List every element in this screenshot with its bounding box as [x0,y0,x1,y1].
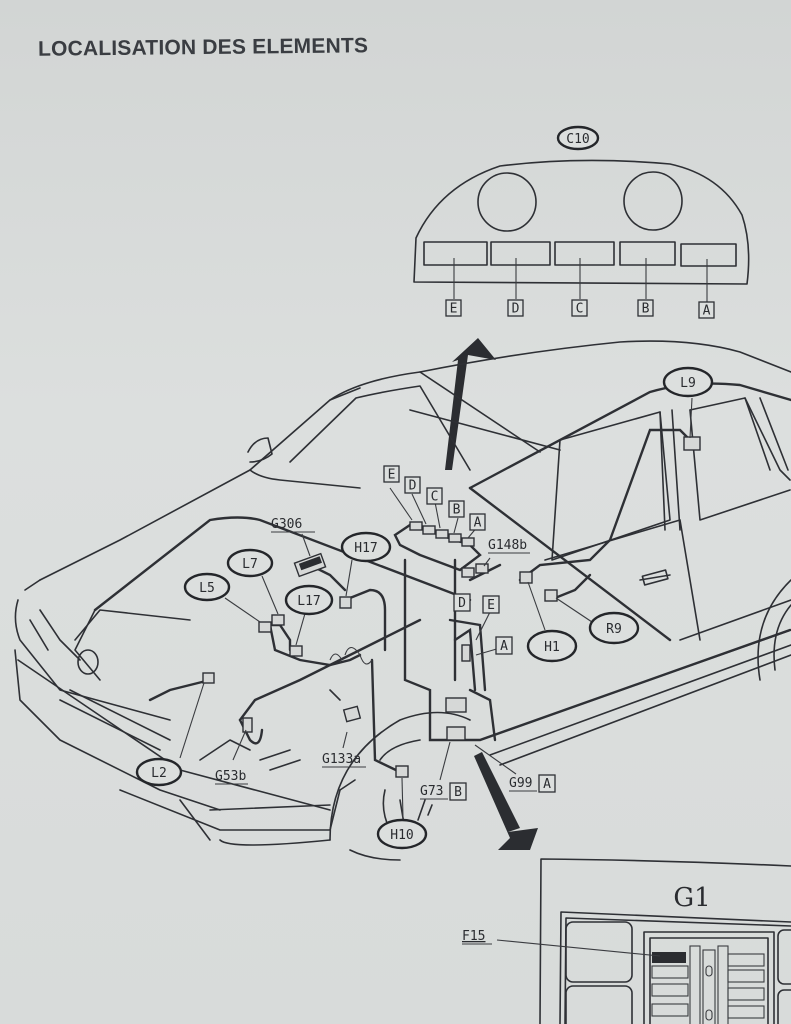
fuse-f15 [652,952,686,963]
cluster-plug-a [461,537,475,547]
connector-g148b-1 [461,567,475,578]
cluster-label-b: B [642,302,650,317]
block-label-a-lower: A [500,639,508,654]
c10-oval [556,125,600,151]
label-g99: G99 [509,776,532,791]
cluster-slot-e [423,241,488,266]
circled-labels: L9 H17 L7 L5 L17 H1 R9 L2 H10 [135,366,714,850]
label-f15: F15 [462,929,485,944]
cluster-label-e: E [450,302,458,317]
cluster-slot-a [680,243,737,267]
block-label-a: A [474,516,482,531]
connector-l7 [271,614,285,626]
connector-r9 [544,589,558,602]
label-h17: H17 [354,541,377,556]
arrow-to-fusebox-inset [474,752,538,850]
label-l7: L7 [242,557,258,572]
cluster-connector-labels: E D C B A [445,299,715,319]
label-g306: G306 [271,517,302,532]
leader-lines [179,397,693,819]
label-g133a: G133a [322,752,361,767]
connector-g148b-2 [475,563,489,574]
cluster-slot-d [490,241,551,266]
dashboard-inset: C10 E D C B A [413,125,750,319]
cluster-slot-c [554,241,615,266]
g99-box-label: A [543,777,551,792]
block-label-e: E [388,468,396,483]
cluster-slot-b [619,241,676,266]
gauge-left [477,172,537,232]
connector-l9 [683,436,701,451]
connector-h1 [519,571,533,584]
connector-g73-upper [445,697,467,713]
block-label-e-lower: E [487,598,495,613]
cluster-plug-c [435,529,449,539]
label-h1: H1 [544,640,560,655]
cluster-plug-d [422,525,436,535]
cluster-label-c: C [576,302,584,317]
label-g53b: G53b [215,769,246,784]
connector-g53b [242,717,253,733]
gauge-right [623,171,683,231]
c10-label: C10 [566,132,589,147]
label-l5: L5 [199,581,215,596]
arrow-to-dashboard-inset [445,338,496,470]
connector-l2 [202,672,215,684]
label-l9: L9 [680,376,696,391]
connector-g133a [342,705,362,723]
label-r9: R9 [606,622,622,637]
connectors [202,436,701,778]
g1-title: G1 [673,883,710,913]
cluster-plug-e [409,521,423,531]
connector-h17 [339,596,352,609]
car-body [14,340,791,861]
underlined-labels: G306 G148b G53b G133a G73 G99 [215,517,537,800]
connector-g73 [446,726,466,741]
label-g73: G73 [420,784,443,799]
g73-box-label: B [454,785,462,800]
cluster-label-d: D [512,302,520,317]
block-label-b: B [453,503,461,518]
connector-h10 [395,765,409,778]
label-g148b: G148b [488,538,527,553]
connector-l17 [289,645,303,657]
label-l17: L17 [297,594,320,609]
block-label-c: C [431,490,439,505]
boxed-labels: E D C B A D E A B A [383,465,556,801]
instrument-cluster-outline [413,159,750,285]
cluster-label-a: A [703,304,711,319]
connector-block-a [461,644,471,662]
cluster-plug-b [448,533,462,543]
connector-l5 [258,621,272,633]
fusebox-inset: G1 F15 [462,858,791,1024]
block-label-d-lower: D [458,596,466,611]
label-l2: L2 [151,766,167,781]
block-label-d: D [409,479,417,494]
label-h10: H10 [390,828,413,843]
